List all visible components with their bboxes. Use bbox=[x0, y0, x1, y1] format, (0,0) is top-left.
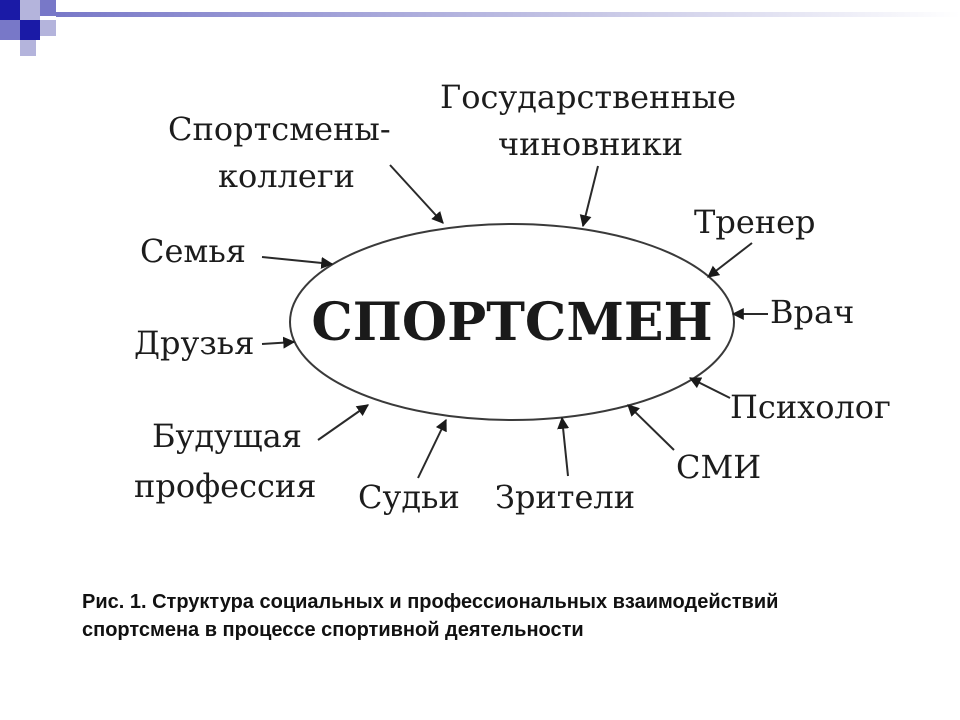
label-judges: Судьи bbox=[358, 478, 460, 516]
center-ellipse bbox=[289, 223, 735, 421]
corner-square-6 bbox=[40, 20, 56, 36]
label-family: Семья bbox=[140, 232, 246, 270]
header-gradient-bar bbox=[56, 12, 960, 17]
corner-square-2 bbox=[20, 0, 40, 20]
arrow-spectators bbox=[557, 416, 570, 477]
label-doctor: Врач bbox=[770, 293, 854, 331]
corner-square-7 bbox=[20, 40, 36, 56]
arrow-psychologist bbox=[688, 377, 731, 399]
corner-square-5 bbox=[20, 20, 40, 40]
figure-caption: Рис. 1. Структура социальных и профессио… bbox=[82, 588, 942, 644]
arrow-judges bbox=[417, 418, 447, 479]
corner-square-4 bbox=[0, 20, 20, 40]
arrow-colleagues bbox=[389, 164, 444, 224]
corner-square-3 bbox=[40, 0, 56, 16]
label-friends: Друзья bbox=[134, 324, 254, 362]
label-officials-line2: чиновники bbox=[498, 125, 683, 163]
label-officials-line1: Государственные bbox=[440, 78, 736, 116]
label-spectators: Зрители bbox=[495, 478, 635, 516]
arrow-future-profession bbox=[317, 404, 369, 441]
label-future-profession-line2: профессия bbox=[134, 467, 316, 505]
label-media: СМИ bbox=[676, 448, 761, 486]
label-future-profession-line1: Будущая bbox=[152, 417, 302, 455]
corner-square-1 bbox=[0, 0, 20, 20]
arrow-friends bbox=[261, 336, 296, 349]
label-colleagues-line1: Спортсмены- bbox=[168, 110, 391, 148]
center-label: СПОРТСМЕН bbox=[311, 292, 712, 353]
label-coach: Тренер bbox=[694, 203, 816, 241]
arrow-media bbox=[627, 404, 675, 451]
label-colleagues-line2: коллеги bbox=[218, 157, 355, 195]
caption-line-2: спортсмена в процессе спортивной деятель… bbox=[82, 619, 584, 641]
arrow-officials bbox=[579, 165, 599, 228]
caption-line-1: Рис. 1. Структура социальных и профессио… bbox=[82, 591, 779, 613]
arrow-coach bbox=[707, 242, 753, 278]
arrow-family bbox=[261, 256, 334, 269]
label-psychologist: Психолог bbox=[730, 388, 891, 426]
